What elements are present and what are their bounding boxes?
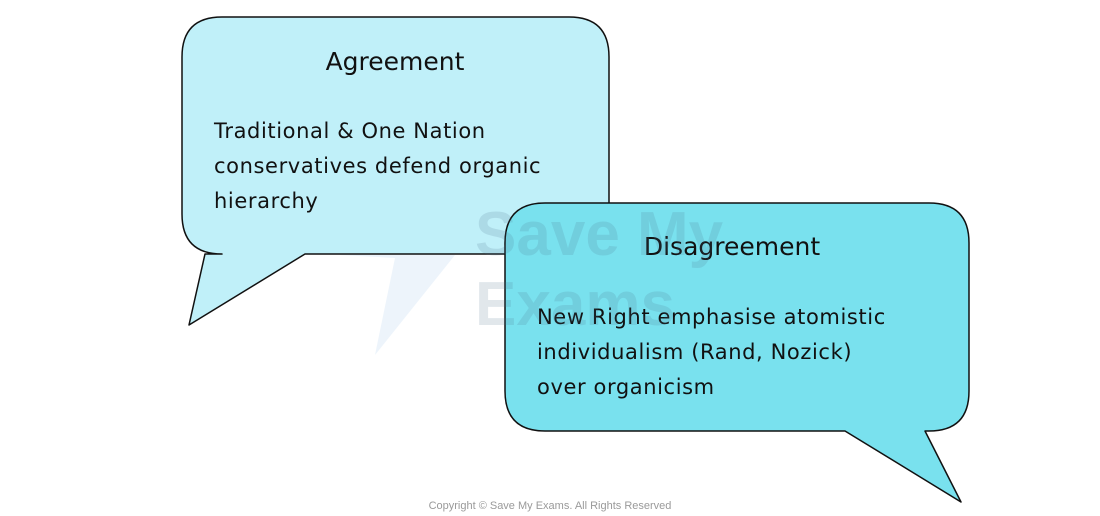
watermark: Save My Exams	[475, 200, 724, 339]
agreement-line: hierarchy	[214, 189, 318, 213]
disagreement-line: over organicism	[537, 375, 715, 399]
watermark-logo-icon	[340, 180, 455, 355]
agreement-bubble-shape	[181, 16, 610, 326]
copyright-notice: Copyright © Save My Exams. All Rights Re…	[429, 500, 672, 512]
agreement-bubble: Agreement Traditional & One Nation conse…	[181, 16, 610, 326]
agreement-line: Traditional & One Nation	[213, 119, 486, 143]
watermark-text-1: Save My	[475, 200, 724, 269]
disagreement-bubble-shape	[504, 202, 970, 503]
disagreement-bubble: Disagreement New Right emphasise atomist…	[504, 202, 970, 503]
disagreement-line: individualism (Rand, Nozick)	[537, 340, 852, 364]
disagreement-title: Disagreement	[644, 232, 820, 261]
watermark-text-2: Exams	[475, 270, 675, 339]
agreement-title: Agreement	[326, 47, 465, 76]
disagreement-line: New Right emphasise atomistic	[537, 305, 886, 329]
agreement-line: conservatives defend organic	[214, 154, 541, 178]
